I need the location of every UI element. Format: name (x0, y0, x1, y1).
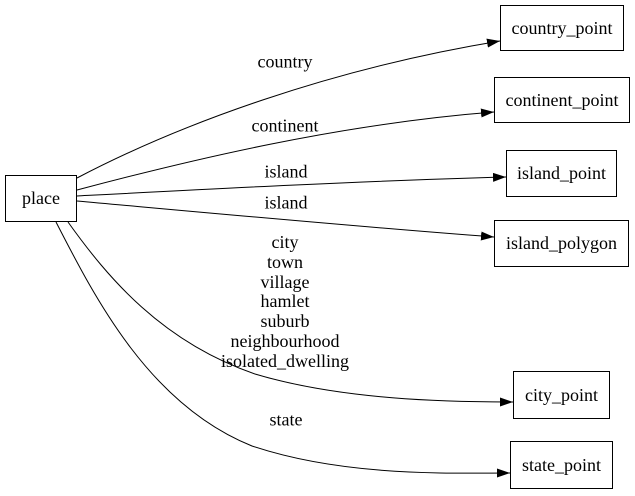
edge-label-island-point: island (264, 161, 308, 182)
edge-place-continent-point (76, 108, 495, 191)
edge-label-country: country (257, 51, 313, 72)
node-state-point: state_point (510, 441, 613, 489)
edge-place-country-point (76, 38, 501, 179)
edge-label-neighbourhood: neighbourhood (230, 330, 340, 351)
node-place: place (5, 175, 77, 222)
edge-label-city-types: city town village hamlet suburb neighbou… (221, 232, 349, 372)
edge-label-island-polygon: island (264, 192, 308, 213)
node-island-point: island_point (506, 150, 617, 197)
node-island-polygon: island_polygon (494, 220, 629, 267)
node-island-point-label: island_point (517, 163, 606, 183)
edge-place-city-point (67, 221, 514, 407)
node-state-point-label: state_point (522, 454, 601, 475)
node-city-point: city_point (513, 371, 610, 419)
node-place-label: place (22, 188, 60, 208)
node-continent-point-label: continent_point (505, 89, 619, 110)
edge-label-state: state (269, 409, 303, 430)
edge-label-hamlet: hamlet (260, 291, 310, 312)
node-country-point-label: country_point (511, 17, 613, 38)
edge-label-village: village (260, 271, 310, 292)
edge-label-city: city (271, 232, 299, 252)
edge-label-continent: continent (251, 115, 319, 136)
node-city-point-label: city_point (525, 384, 598, 405)
edge-place-island-point (76, 172, 507, 197)
node-continent-point: continent_point (494, 77, 630, 123)
edge-label-isolated-dwelling: isolated_dwelling (221, 350, 349, 371)
edge-label-suburb: suburb (260, 311, 310, 332)
edge-place-island-polygon (76, 200, 495, 241)
edge-place-state-point (55, 221, 511, 478)
edge-label-town: town (266, 251, 303, 272)
node-island-polygon-label: island_polygon (506, 233, 617, 253)
node-country-point: country_point (500, 5, 624, 51)
